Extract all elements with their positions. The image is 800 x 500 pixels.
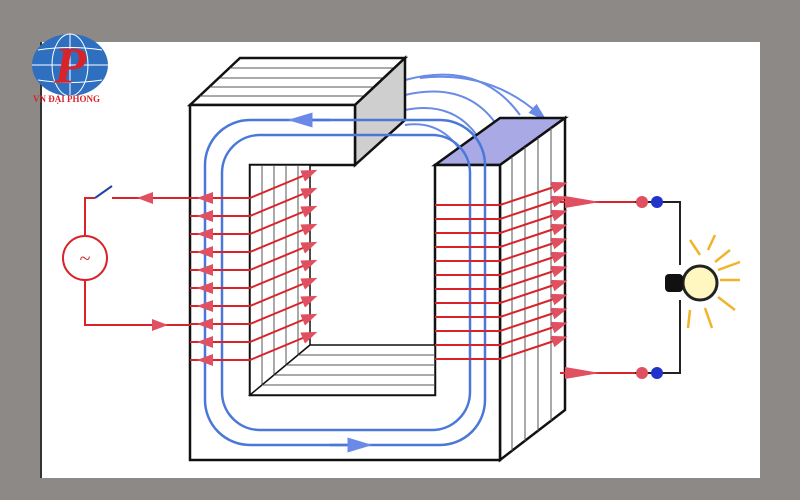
secondary-coil — [435, 181, 568, 360]
logo: P — [32, 33, 108, 97]
coil-turn — [499, 293, 568, 318]
coil-turn — [249, 169, 318, 199]
coil-turn — [249, 295, 318, 325]
ac-source: ~ — [62, 235, 108, 281]
terminal-red — [636, 367, 648, 379]
terminal-blue — [651, 367, 663, 379]
light-bulb-icon — [665, 234, 741, 329]
leakage-flux-arrows — [404, 73, 548, 151]
terminal-red — [636, 196, 648, 208]
coil-turn — [499, 223, 568, 248]
coil-turn — [249, 259, 318, 289]
coil-turn — [249, 313, 318, 343]
primary-coil — [190, 169, 318, 366]
coil-turn — [499, 237, 568, 262]
primary-circuit — [84, 185, 190, 331]
logo-text: VN ĐẠI PHONG — [33, 94, 100, 104]
terminal-blue — [651, 196, 663, 208]
magnetic-flux-loops — [203, 112, 487, 453]
secondary-circuit — [560, 196, 681, 379]
coil-turn — [499, 195, 568, 220]
coil-turn — [499, 251, 568, 276]
coil-turn — [499, 321, 568, 346]
svg-text:P: P — [53, 38, 87, 95]
coil-turn — [499, 181, 568, 206]
coil-turn — [499, 209, 568, 234]
coil-turn — [249, 187, 318, 217]
coil-turn — [499, 335, 568, 360]
switch — [94, 185, 113, 199]
coil-turn — [499, 265, 568, 290]
coil-turn — [249, 223, 318, 253]
coil-turn — [499, 279, 568, 304]
coil-turn — [249, 277, 318, 307]
coil-turn — [499, 307, 568, 332]
coil-turn — [249, 205, 318, 235]
coil-turn — [249, 241, 318, 271]
coil-turn — [249, 331, 318, 361]
ac-symbol: ~ — [80, 248, 91, 270]
